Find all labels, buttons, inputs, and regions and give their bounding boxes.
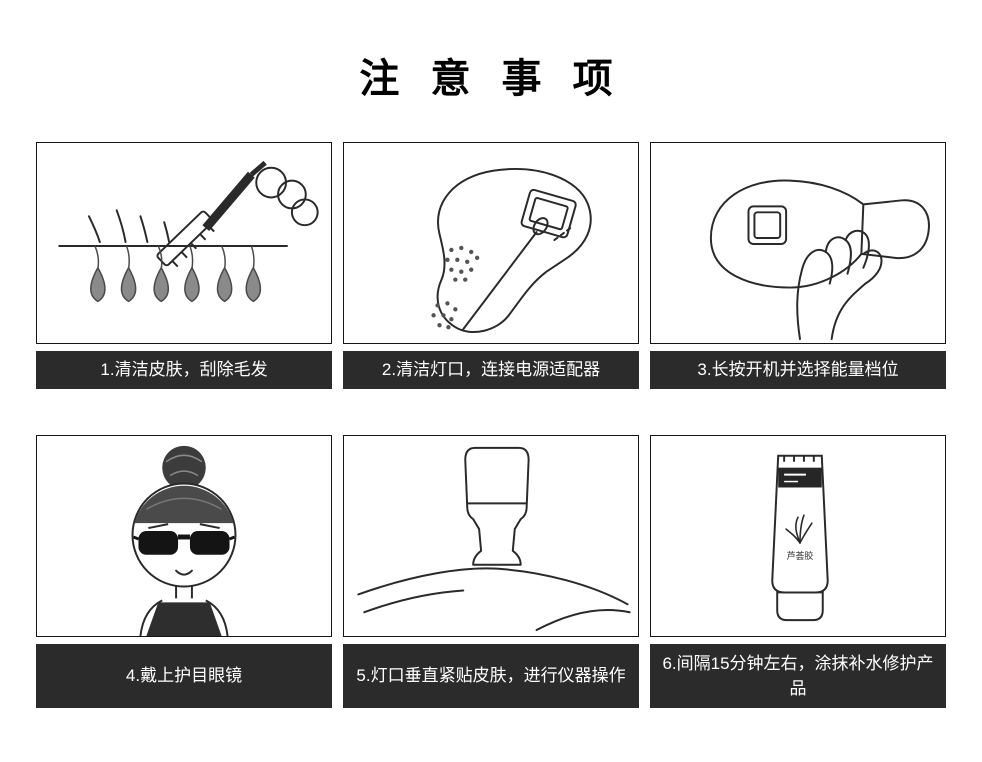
tube-icon xyxy=(771,454,829,622)
illustration-razor-shaving xyxy=(36,142,332,344)
wear-goggles-svg xyxy=(131,445,237,636)
step-panel-3: 3.长按开机并选择能量档位 xyxy=(650,142,946,389)
repair-product-svg: 芦荟胶 xyxy=(771,454,829,622)
device-outline xyxy=(436,168,592,333)
step-caption-2: 2.清洁灯口，连接电源适配器 xyxy=(343,351,639,389)
lamp-window-icon xyxy=(520,188,577,239)
eyebrows xyxy=(148,523,220,530)
page-title: 注 意 事 项 xyxy=(359,57,623,101)
fingers-icon xyxy=(255,166,319,227)
step-panel-4: 4.戴上护目眼镜 xyxy=(36,435,332,708)
step-panel-2: 2.清洁灯口，连接电源适配器 xyxy=(343,142,639,389)
tank-top xyxy=(146,602,222,636)
steps-row-2: 4.戴上护目眼镜 5.灯口垂直紧贴皮肤，进行仪器操作 xyxy=(0,435,982,708)
neck-and-shoulders xyxy=(139,585,229,636)
skin-and-hairs xyxy=(58,209,288,247)
tube-brand-band xyxy=(778,467,822,488)
smile xyxy=(175,569,193,576)
press-power-button-svg xyxy=(709,179,930,341)
step-panel-6: 芦荟胶 6.间隔15分钟左右，涂抹补水修护产品 xyxy=(650,435,946,708)
illustration-clean-lamp-port xyxy=(343,142,639,344)
hair-bun-icon xyxy=(162,445,206,490)
aloe-plant-icon xyxy=(785,514,813,544)
steps-row-1: 1.清洁皮肤，刮除毛发 xyxy=(0,142,982,389)
power-screen-icon xyxy=(747,205,788,245)
goggles-icon xyxy=(132,531,236,555)
device-top-view-outline xyxy=(709,179,930,289)
razor-icon xyxy=(156,160,267,268)
illustration-press-power-button xyxy=(650,142,946,344)
step-caption-5: 5.灯口垂直紧贴皮肤，进行仪器操作 xyxy=(343,644,639,708)
tube-label: 芦荟胶 xyxy=(787,550,814,561)
hair-follicles xyxy=(90,245,262,303)
step-caption-3: 3.长按开机并选择能量档位 xyxy=(650,351,946,389)
clean-lamp-port-svg xyxy=(431,168,592,333)
step-caption-6: 6.间隔15分钟左右，涂抹补水修护产品 xyxy=(650,644,946,708)
razor-shaving-svg xyxy=(58,160,319,303)
illustration-repair-product: 芦荟胶 xyxy=(650,435,946,637)
illustration-device-on-skin xyxy=(343,435,639,637)
hair-fringe xyxy=(134,485,234,524)
skin-surface xyxy=(357,567,631,632)
cotton-swab-icon xyxy=(462,217,572,331)
device-on-skin-svg xyxy=(357,446,631,632)
step-caption-4: 4.戴上护目眼镜 xyxy=(36,644,332,708)
step-panel-5: 5.灯口垂直紧贴皮肤，进行仪器操作 xyxy=(343,435,639,708)
step-caption-1: 1.清洁皮肤，刮除毛发 xyxy=(36,351,332,389)
device-icon xyxy=(464,446,530,566)
illustration-wear-goggles xyxy=(36,435,332,637)
hand-icon xyxy=(796,229,883,341)
step-panel-1: 1.清洁皮肤，刮除毛发 xyxy=(36,142,332,389)
vent-dots xyxy=(431,245,480,330)
